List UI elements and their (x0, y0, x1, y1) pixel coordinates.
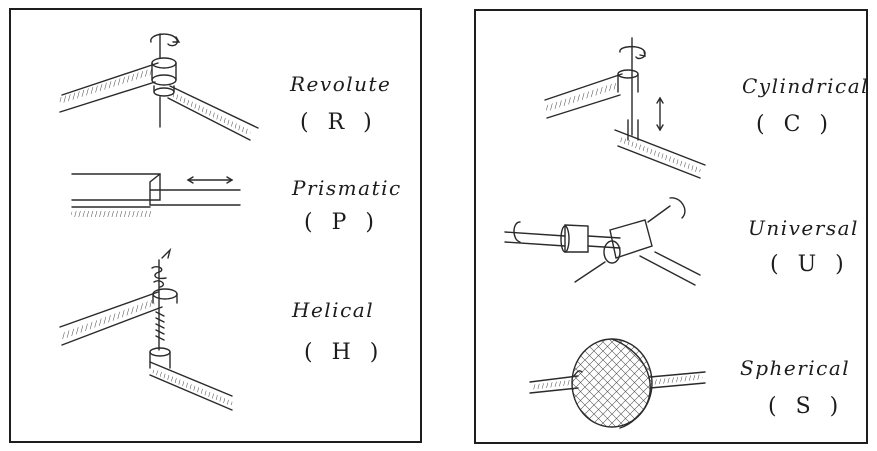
revolute-label: Revolute (290, 72, 392, 96)
panel-right (474, 9, 868, 444)
spherical-abbr: ( S ) (768, 394, 845, 419)
prismatic-label: Prismatic (292, 176, 402, 200)
spherical-joint-drawing (529, 338, 706, 429)
universal-label: Universal (748, 216, 859, 240)
cylindrical-joint-drawing (544, 37, 706, 179)
panel-left (9, 8, 422, 443)
prismatic-abbr: ( P ) (304, 210, 380, 235)
universal-joint-drawing (504, 197, 701, 286)
prismatic-joint-drawing (71, 173, 241, 217)
cylindrical-abbr: ( C ) (756, 112, 834, 137)
revolute-abbr: ( R ) (300, 110, 378, 135)
helical-label: Helical (292, 298, 375, 322)
cylindrical-label: Cylindrical (742, 74, 870, 98)
helical-joint-drawing (59, 247, 233, 411)
spherical-label: Spherical (740, 356, 851, 380)
revolute-joint-drawing (59, 33, 259, 141)
universal-abbr: ( U ) (770, 252, 850, 277)
helical-abbr: ( H ) (304, 340, 385, 365)
